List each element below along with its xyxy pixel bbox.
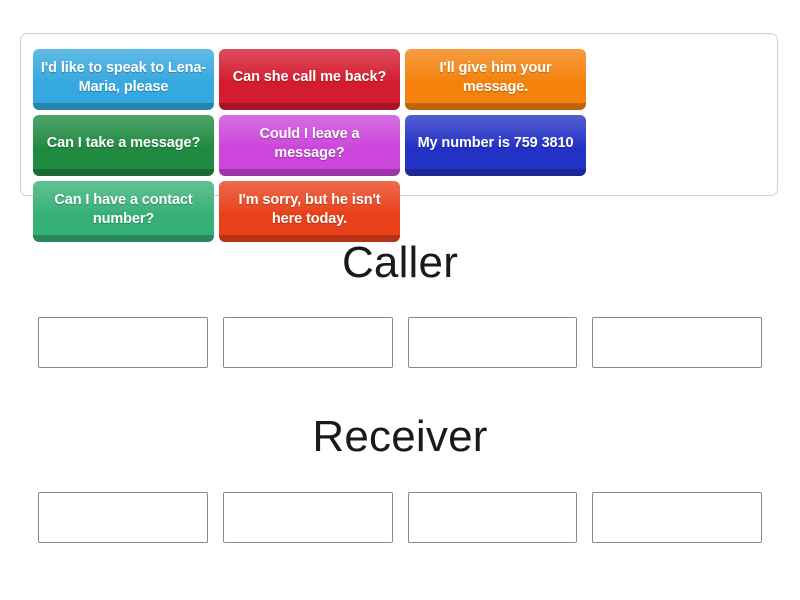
tile-speak-to-lena-maria[interactable]: I'd like to speak to Lena-Maria, please bbox=[33, 49, 214, 110]
caller-dropzone-row bbox=[38, 317, 762, 368]
tile-can-i-have-a-contact-number[interactable]: Can I have a contact number? bbox=[33, 181, 214, 242]
tile-label: Can I have a contact number? bbox=[54, 192, 193, 227]
tile-label: Could I leave a message? bbox=[259, 126, 360, 161]
tile-label: Can she call me back? bbox=[232, 69, 387, 86]
caller-slot-4[interactable] bbox=[592, 317, 762, 368]
tile-label: I'll give him your message. bbox=[439, 60, 552, 95]
receiver-dropzone-row bbox=[38, 492, 762, 543]
tile-label: My number is 759 3810 bbox=[417, 135, 574, 152]
tile-label: I'm sorry, but he isn't here today. bbox=[238, 192, 381, 227]
receiver-slot-2[interactable] bbox=[222, 492, 393, 543]
tile-can-i-take-a-message[interactable]: Can I take a message? bbox=[33, 115, 214, 176]
tile-label: I'd like to speak to Lena-Maria, please bbox=[40, 60, 207, 95]
tile-grid: I'd like to speak to Lena-Maria, please … bbox=[33, 49, 769, 242]
receiver-section-title: Receiver bbox=[312, 412, 488, 461]
answer-tile-bank: I'd like to speak to Lena-Maria, please … bbox=[20, 33, 778, 242]
tile-label: Can I take a message? bbox=[46, 135, 201, 152]
receiver-slot-3[interactable] bbox=[407, 492, 578, 543]
tile-can-she-call-me-back[interactable]: Can she call me back? bbox=[219, 49, 400, 110]
tile-could-i-leave-a-message[interactable]: Could I leave a message? bbox=[219, 115, 400, 176]
tile-my-number-is-759-3810[interactable]: My number is 759 3810 bbox=[405, 115, 586, 176]
caller-slot-2[interactable] bbox=[222, 317, 393, 368]
receiver-slot-1[interactable] bbox=[38, 492, 208, 543]
caller-slot-3[interactable] bbox=[407, 317, 578, 368]
caller-slot-1[interactable] bbox=[38, 317, 208, 368]
caller-section-title: Caller bbox=[341, 238, 459, 287]
tile-im-sorry-but-he-isnt-here-today[interactable]: I'm sorry, but he isn't here today. bbox=[219, 181, 400, 242]
receiver-slot-4[interactable] bbox=[592, 492, 762, 543]
tile-ill-give-him-your-message[interactable]: I'll give him your message. bbox=[405, 49, 586, 110]
